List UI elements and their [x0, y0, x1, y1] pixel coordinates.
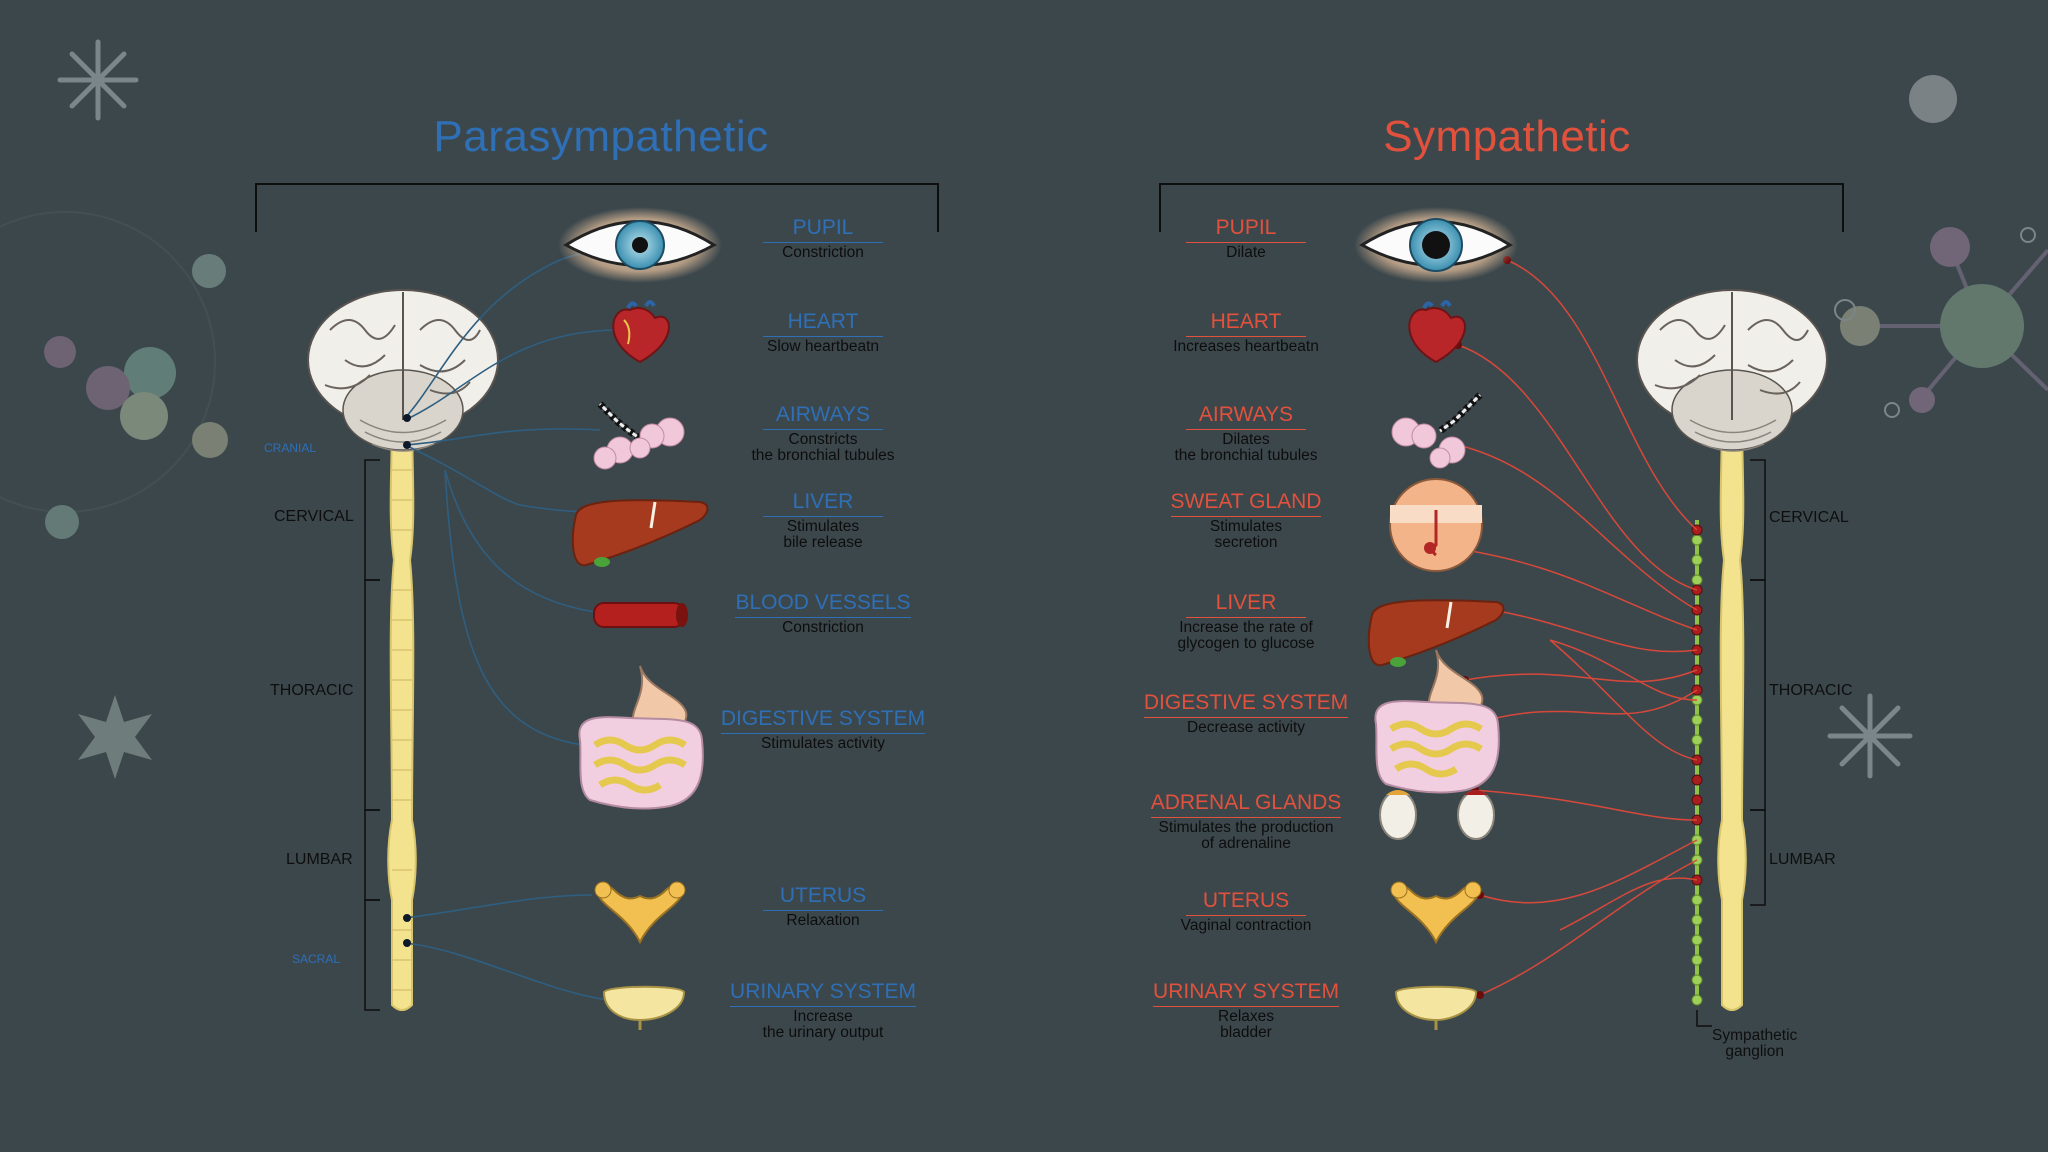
organ-effect: Stimulates bile release — [783, 518, 863, 551]
para-heart-label: HEART Slow heartbeatn — [708, 310, 938, 355]
organ-effect: Slow heartbeatn — [766, 338, 880, 355]
star-decoration — [78, 695, 152, 779]
sympathetic-region-brackets — [1750, 459, 1766, 906]
para-digestive-label: DIGESTIVE SYSTEM Stimulates activity — [708, 707, 938, 752]
sweat-gland-icon — [1389, 478, 1483, 572]
organ-name: LIVER — [763, 490, 883, 517]
region-thoracic: THORACIC — [1769, 682, 1853, 699]
organ-effect: Constriction — [782, 244, 864, 261]
organ-name: DIGESTIVE SYSTEM — [720, 707, 926, 734]
bladder-icon — [602, 985, 686, 1030]
region-cranial: CRANIAL — [264, 441, 317, 455]
sympathetic-ganglion-label: Sympathetic ganglion — [1712, 1027, 1798, 1060]
digestive-system-icon — [578, 665, 704, 810]
organ-name: SWEAT GLAND — [1170, 490, 1322, 517]
sympathetic-ganglion-chain — [1691, 520, 1712, 1027]
symp-digestive-label: DIGESTIVE SYSTEM Decrease activity — [1131, 691, 1361, 736]
region-lumbar: LUMBAR — [1769, 851, 1836, 868]
asterisk-decoration — [57, 39, 139, 121]
heart-icon — [612, 300, 670, 364]
symp-adrenal-label: ADRENAL GLANDS Stimulates the production… — [1131, 791, 1361, 852]
brain-icon — [1636, 289, 1828, 452]
organ-name: URINARY SYSTEM — [1153, 980, 1339, 1007]
organ-effect: Constricts the bronchial tubules — [751, 431, 895, 464]
organ-name: UTERUS — [1186, 889, 1306, 916]
organ-effect: Decrease activity — [1186, 719, 1305, 736]
organ-name: HEART — [763, 310, 883, 337]
eye-icon — [558, 207, 722, 283]
region-sacral: SACRAL — [292, 952, 341, 966]
organ-name: URINARY SYSTEM — [730, 980, 916, 1007]
bladder-icon — [1394, 985, 1478, 1030]
digestive-system-icon — [1374, 649, 1500, 794]
region-lumbar: LUMBAR — [286, 851, 353, 868]
organ-name: HEART — [1186, 310, 1306, 337]
para-urinary-label: URINARY SYSTEM Increase the urinary outp… — [708, 980, 938, 1041]
symp-sweat-gland-label: SWEAT GLAND Stimulates secretion — [1131, 490, 1361, 551]
parasympathetic-region-brackets — [364, 459, 380, 1011]
lungs-icon — [593, 401, 685, 470]
organ-name: AIRWAYS — [763, 403, 883, 430]
region-thoracic: THORACIC — [270, 682, 354, 699]
parasympathetic-spinal-cord — [387, 414, 417, 1011]
para-liver-label: LIVER Stimulates bile release — [708, 490, 938, 551]
liver-icon — [571, 499, 709, 567]
organ-effect: Stimulates activity — [760, 735, 886, 752]
blood-vessel-icon — [593, 602, 688, 628]
symp-pupil-label: PUPIL Dilate — [1131, 216, 1361, 261]
organ-name: BLOOD VESSELS — [735, 591, 911, 618]
eye-icon — [1354, 207, 1518, 283]
para-airways-label: AIRWAYS Constricts the bronchial tubules — [708, 403, 938, 464]
liver-icon — [1367, 599, 1505, 667]
uterus-icon — [1390, 881, 1482, 945]
organ-effect: Vaginal contraction — [1180, 917, 1312, 934]
para-blood-vessels-label: BLOOD VESSELS Constriction — [708, 591, 938, 636]
sympathetic-spinal-cord — [1717, 414, 1747, 1011]
organ-effect: Increases heartbeatn — [1173, 338, 1319, 355]
uterus-icon — [594, 881, 686, 945]
organ-name: PUPIL — [1186, 216, 1306, 243]
symp-liver-label: LIVER Increase the rate of glycogen to g… — [1131, 591, 1361, 652]
bubble-decoration — [1909, 75, 1957, 123]
organ-effect: Increase the urinary output — [762, 1008, 884, 1041]
organ-name: PUPIL — [763, 216, 883, 243]
symp-heart-label: HEART Increases heartbeatn — [1131, 310, 1361, 355]
organ-name: ADRENAL GLANDS — [1150, 791, 1342, 818]
organ-effect: Constriction — [782, 619, 864, 636]
organ-effect: Stimulates the production of adrenaline — [1158, 819, 1334, 852]
organ-effect: Stimulates secretion — [1209, 518, 1283, 551]
parasympathetic-bracket — [255, 183, 939, 232]
organ-effect: Relaxation — [786, 912, 860, 929]
parasympathetic-nerve-nodes — [403, 414, 411, 947]
sympathetic-bracket — [1159, 183, 1844, 232]
symp-urinary-label: URINARY SYSTEM Relaxes bladder — [1131, 980, 1361, 1041]
parasympathetic-title: Parasympathetic — [433, 112, 769, 161]
region-cervical: CERVICAL — [1769, 509, 1849, 526]
para-pupil-label: PUPIL Constriction — [708, 216, 938, 261]
lungs-icon — [1391, 392, 1483, 469]
background-decoration — [0, 39, 2048, 779]
organ-name: UTERUS — [763, 884, 883, 911]
organ-effect: Dilate — [1226, 244, 1266, 261]
heart-icon — [1408, 300, 1466, 364]
organ-effect: Increase the rate of glycogen to glucose — [1177, 619, 1315, 652]
brain-icon — [307, 289, 499, 452]
organ-effect: Dilates the bronchial tubules — [1174, 431, 1318, 464]
region-cervical: CERVICAL — [274, 508, 354, 525]
organ-name: LIVER — [1186, 591, 1306, 618]
sympathetic-nerves — [1429, 259, 1698, 996]
symp-uterus-label: UTERUS Vaginal contraction — [1131, 889, 1361, 934]
organ-name: DIGESTIVE SYSTEM — [1143, 691, 1349, 718]
symp-airways-label: AIRWAYS Dilates the bronchial tubules — [1131, 403, 1361, 464]
organ-name: AIRWAYS — [1186, 403, 1306, 430]
sympathetic-title: Sympathetic — [1383, 112, 1631, 161]
organ-effect: Relaxes bladder — [1218, 1008, 1274, 1041]
para-uterus-label: UTERUS Relaxation — [708, 884, 938, 929]
adrenal-glands-icon — [1379, 790, 1495, 840]
